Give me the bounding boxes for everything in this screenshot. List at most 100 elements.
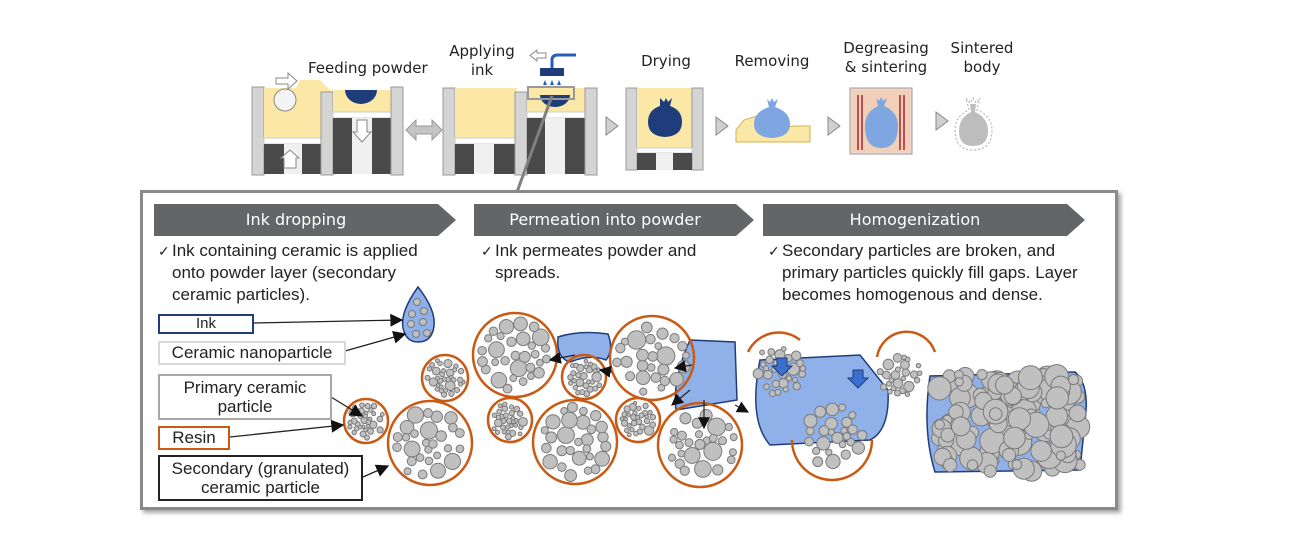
primary-particle	[583, 466, 593, 475]
resin-shell	[875, 330, 937, 358]
primary-particle	[583, 358, 589, 364]
primary-particle	[438, 384, 444, 390]
primary-particle	[656, 327, 669, 340]
primary-particle	[586, 424, 597, 435]
primary-particle	[1067, 374, 1080, 386]
primary-particle	[915, 362, 922, 369]
primary-particle	[724, 422, 733, 432]
primary-particle	[626, 412, 632, 417]
primary-particle	[403, 467, 412, 476]
primary-particle	[518, 377, 528, 386]
primary-particle	[578, 406, 588, 416]
primary-particle	[347, 419, 353, 426]
secondary-particle	[656, 401, 744, 489]
primary-particle	[814, 405, 827, 418]
primary-particle	[759, 349, 766, 356]
primary-particle	[669, 332, 680, 344]
primary-particle	[500, 356, 510, 366]
primary-particle	[431, 366, 441, 376]
primary-particle	[771, 379, 781, 389]
primary-particle	[351, 429, 357, 436]
primary-particle	[1017, 365, 1043, 391]
secondary-particle	[386, 399, 474, 487]
primary-particle	[816, 436, 831, 451]
primary-particle	[782, 386, 789, 393]
legend-primary-ceramic-particle: Primary ceramic particle	[158, 374, 332, 420]
legend-arrow-primary	[330, 396, 364, 417]
primary-particle	[856, 429, 868, 441]
process-flow-graphic	[251, 48, 993, 190]
nanoparticle	[413, 298, 421, 306]
primary-particle	[927, 376, 952, 401]
primary-particle	[579, 389, 586, 396]
primary-particle	[495, 414, 502, 421]
left-arrow-icon	[529, 48, 547, 63]
primary-particle	[803, 413, 818, 428]
primary-particle	[500, 417, 507, 425]
resin-shell	[420, 353, 470, 403]
secondary-particle	[608, 314, 696, 402]
primary-particle	[477, 345, 487, 356]
primary-particle	[592, 385, 599, 392]
primary-particle	[1068, 404, 1087, 423]
primary-particle	[568, 380, 574, 386]
primary-particle	[691, 417, 703, 429]
resin-shell	[531, 398, 619, 486]
primary-particle	[376, 426, 384, 434]
step-label-degreasing: Degreasing & sintering	[838, 39, 934, 77]
primary-particle	[441, 368, 447, 374]
drying-graphic	[625, 87, 704, 171]
nanoparticle	[407, 320, 415, 328]
primary-particle	[477, 356, 488, 367]
primary-particle	[488, 341, 505, 359]
primary-particle	[434, 358, 440, 364]
primary-particle	[510, 416, 516, 421]
primary-particle	[508, 409, 515, 417]
primary-particle	[376, 415, 384, 423]
primary-particle	[496, 408, 503, 415]
primary-particle	[557, 426, 575, 444]
primary-particle	[564, 469, 577, 482]
primary-particle	[633, 430, 639, 437]
secondary-particle	[420, 353, 470, 403]
primary-particle	[428, 439, 438, 449]
degreasing-sintering-graphic	[849, 87, 913, 155]
primary-particle	[457, 367, 465, 375]
primary-particle	[435, 430, 447, 442]
primary-particle	[540, 343, 550, 353]
primary-particle	[357, 424, 363, 430]
primary-particle	[573, 362, 579, 369]
push-arrow-icon	[846, 369, 870, 389]
primary-particle	[635, 370, 651, 386]
primary-particle	[590, 464, 601, 475]
primary-particle	[847, 424, 858, 435]
permeation-arrow	[671, 389, 691, 406]
primary-particle	[526, 372, 535, 381]
primary-particle	[450, 377, 457, 383]
stage-description-homogenization: ✓ Secondary particles are broken, and pr…	[768, 240, 1090, 306]
primary-particle	[426, 366, 433, 372]
primary-particle	[448, 422, 458, 433]
secondary-particle	[560, 353, 608, 401]
stage-description-ink-dropping: ✓ Ink containing ceramic is applied onto…	[158, 240, 454, 306]
primary-particle	[625, 371, 636, 382]
permeation-arrow	[734, 401, 750, 413]
primary-particle	[654, 342, 663, 350]
primary-particle	[452, 367, 458, 373]
primary-particle	[887, 388, 893, 395]
primary-particle	[838, 403, 847, 412]
primary-particle	[683, 446, 701, 464]
secondary-particle	[471, 311, 559, 399]
primary-particle	[545, 414, 561, 430]
primary-particle	[799, 365, 807, 372]
primary-particle	[365, 419, 372, 426]
primary-particle	[659, 375, 670, 387]
primary-particle	[363, 434, 371, 441]
primary-particle	[510, 350, 521, 361]
check-icon: ✓	[481, 243, 493, 259]
primary-particle	[669, 435, 678, 444]
primary-particle	[621, 411, 628, 418]
primary-particle	[762, 369, 773, 380]
primary-particle	[566, 401, 578, 413]
primary-particle	[444, 411, 458, 425]
